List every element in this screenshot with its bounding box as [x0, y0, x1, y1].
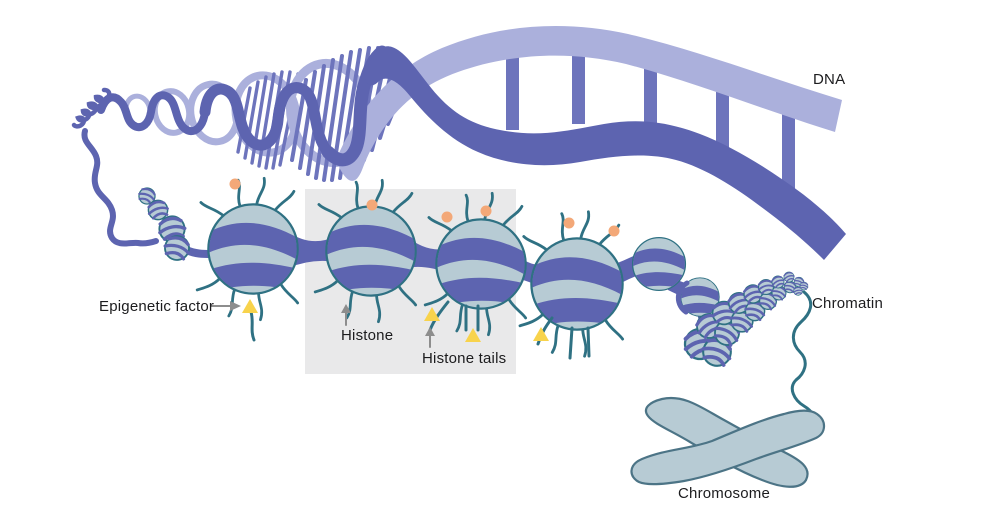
chromatin-label: Chromatin	[812, 295, 883, 312]
small-nucleosome-beads	[135, 184, 194, 265]
arrow-right-head-icon	[230, 301, 241, 311]
dna-coil	[71, 87, 112, 129]
dna-dark-strand-ribbon	[364, 46, 846, 260]
dna-linker-cord	[81, 128, 159, 247]
epigenetic-marks-yellow	[242, 299, 549, 342]
extra-histone-tails	[249, 300, 591, 360]
histone-6-wrap-rim	[675, 280, 690, 315]
histone-tails-label: Histone tails	[422, 350, 507, 367]
histone-label: Histone	[341, 327, 394, 344]
chromosome-label: Chromosome	[678, 485, 771, 502]
arrow-up-head-icon	[425, 327, 435, 336]
dna-label: DNA	[813, 71, 846, 88]
nucleosome-chain	[135, 176, 721, 360]
epigenetic-factor-pointer	[210, 301, 241, 311]
dna-light-strand-ribbon	[336, 25, 842, 181]
epigenetic-factor-label: Epigenetic factor	[99, 298, 215, 315]
chromosome-shape	[630, 396, 826, 488]
epigenetic-marks-orange	[229, 178, 620, 237]
histone-tails-pointer	[425, 327, 435, 348]
chromatin-fiber-cord	[790, 290, 822, 432]
arrow-up-head-icon	[341, 304, 351, 313]
histone-pointer	[341, 304, 351, 326]
dna-helix	[71, 25, 846, 260]
